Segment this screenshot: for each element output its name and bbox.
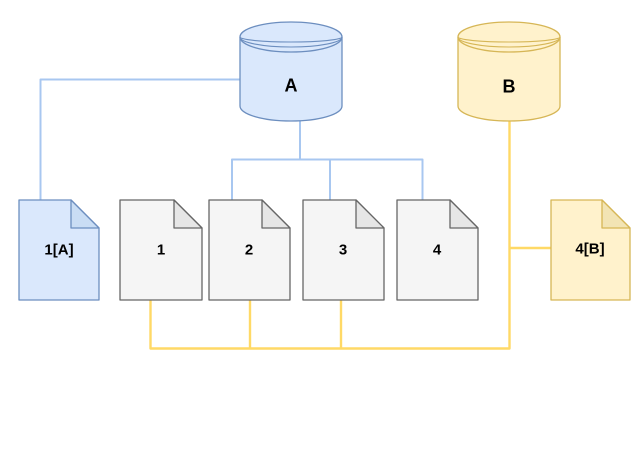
document-3-label: 3 xyxy=(338,241,348,259)
connector-a-to-1a xyxy=(39,78,240,201)
database-b xyxy=(457,21,561,122)
document-1 xyxy=(119,199,203,301)
database-b-ring-2 xyxy=(457,36,561,48)
connector-group xyxy=(39,78,551,350)
document-1a xyxy=(18,199,100,301)
document-1a-label: 1[A] xyxy=(44,241,74,259)
document-4 xyxy=(396,199,479,301)
connector-a-branch xyxy=(231,158,424,201)
database-b-ring-1 xyxy=(457,36,561,43)
document-1a-fold xyxy=(70,199,100,229)
database-a-ring-2 xyxy=(239,36,343,48)
document-4b-fold xyxy=(601,199,631,229)
document-4b-label: 4[B] xyxy=(575,240,605,258)
document-3 xyxy=(302,199,385,301)
database-b-label: B xyxy=(502,76,516,97)
document-4b xyxy=(550,199,631,301)
document-2-label: 2 xyxy=(244,241,254,259)
document-1-fold xyxy=(173,199,203,229)
database-a-body xyxy=(239,37,343,122)
document-3-fold xyxy=(355,199,385,229)
document-1-label: 1 xyxy=(156,241,166,259)
document-4-fold xyxy=(449,199,479,229)
connector-b-rail xyxy=(149,120,511,350)
database-a-ring-1 xyxy=(239,36,343,43)
document-2 xyxy=(208,199,291,301)
document-4-label: 4 xyxy=(432,241,442,259)
database-a-label: A xyxy=(284,75,298,96)
document-2-fold xyxy=(261,199,291,229)
database-a xyxy=(239,21,343,122)
database-b-body xyxy=(457,37,561,122)
